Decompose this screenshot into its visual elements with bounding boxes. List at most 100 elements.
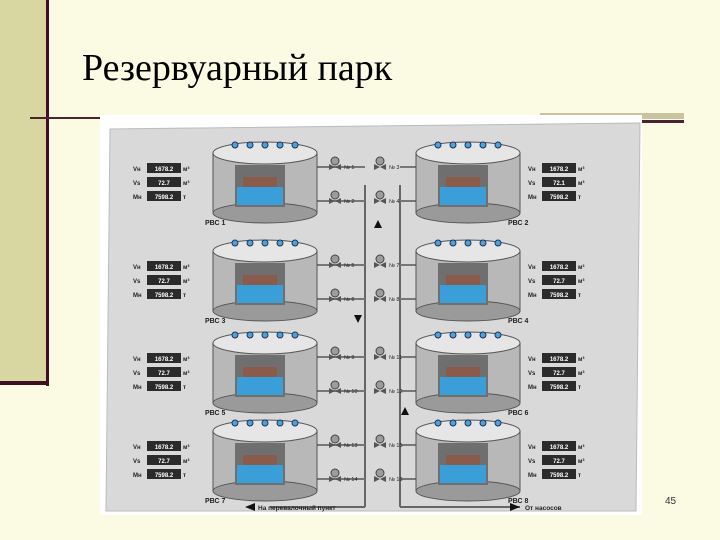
tank-2-floating-roof: [446, 177, 480, 187]
inlet-arrow-icon: [510, 503, 520, 511]
flow-out-label: На перевалочный пункт: [258, 504, 336, 512]
valve-10-body: [329, 388, 341, 394]
tank-5-readout-box-1: [147, 353, 181, 363]
tank-2-fitting-5: [494, 141, 502, 149]
tank-2-readout-label-3: Мн: [528, 195, 537, 201]
valve-3-body: [374, 164, 386, 170]
tank-6-fitting-3: [464, 331, 472, 339]
tank-1-readout-unit-3: т: [183, 195, 186, 201]
valve-5-label: № 5: [344, 263, 355, 269]
tank-3-readout-box-1: [147, 261, 181, 271]
tank-2-readout-box-3: [542, 191, 576, 201]
valve-15-handle: [375, 434, 385, 444]
valve-14: № 14: [329, 468, 358, 483]
tank-4-readout-label-2: Vs: [528, 279, 536, 285]
tank-1-liquid: [237, 187, 283, 205]
tank-6-readout-value-2: 72.7: [553, 371, 565, 377]
tank-6-readout-unit-1: м³: [578, 356, 584, 363]
tank-8-readout-value-2: 72.7: [553, 459, 565, 465]
valve-8-handle: [375, 288, 385, 298]
tank-5-readout-value-2: 72.7: [158, 371, 170, 377]
tank-1-fitting-2: [246, 141, 254, 149]
tank-5-fitting-3: [261, 331, 269, 339]
tank-7-fitting-5: [291, 419, 299, 427]
tank-8-label: РВС 8: [508, 498, 528, 505]
tank-1-readout-unit-2: м³: [183, 180, 189, 187]
tank-7-readout-label-1: Vн: [133, 445, 141, 451]
valve-7-body: [374, 262, 386, 268]
tank-6-label: РВС 6: [508, 410, 528, 417]
valve-3-label: № 3: [389, 165, 400, 171]
flow-arrow-1: [374, 220, 382, 228]
tank-3-label: РВС 3: [205, 318, 225, 325]
tank-4-readout-label-3: Мн: [528, 293, 537, 299]
valve-8-label: № 8: [389, 297, 400, 303]
valve-16-label: № 16: [389, 477, 403, 483]
tank-8-fitting-4: [479, 419, 487, 427]
tank-8-readout-value-3: 7598.2: [550, 473, 569, 479]
title-rule-right-accent: [640, 120, 684, 123]
tank-8-readout-label-3: Мн: [528, 473, 537, 479]
tank-6-readout-box-2: [542, 367, 576, 377]
tank-4-liquid: [440, 285, 486, 303]
tank-5-readout-value-3: 7598.2: [155, 385, 174, 391]
tank-5-readout-label-1: Vн: [133, 357, 141, 363]
tank-1-readout-value-2: 72.7: [158, 181, 170, 187]
tank-8-readout-box-2: [542, 455, 576, 465]
valve-16: № 16: [374, 468, 403, 483]
valve-14-label: № 14: [344, 477, 358, 483]
tank-7-fitting-2: [246, 419, 254, 427]
tank-3-readout-unit-1: м³: [183, 264, 189, 271]
tank-1-fitting-4: [276, 141, 284, 149]
tank-8-readout-unit-3: т: [578, 473, 581, 479]
tank-7-readout-box-3: [147, 469, 181, 479]
tank-7-readout-value-3: 7598.2: [155, 473, 174, 479]
flow-in-label: От насосов: [525, 505, 562, 512]
tank-4-fitting-3: [464, 239, 472, 247]
valve-9-body: [329, 354, 341, 360]
tank-3-liquid: [237, 285, 283, 303]
tank-5-floating-roof: [243, 367, 277, 377]
tank-5-liquid: [237, 377, 283, 395]
valve-5-handle: [330, 254, 340, 264]
valve-4: № 4: [374, 190, 400, 205]
tank-1-fitting-3: [261, 141, 269, 149]
tank-3-fitting-2: [246, 239, 254, 247]
valve-13-body: [329, 442, 341, 448]
tank-4-floating-roof: [446, 275, 480, 285]
tank-5-readout-value-1: 1678.2: [155, 357, 174, 363]
tank-2-label: РВС 2: [508, 220, 528, 227]
tank-4-fitting-1: [434, 239, 442, 247]
tank-8-liquid: [440, 465, 486, 483]
tank-4-fitting-4: [479, 239, 487, 247]
tank-8-readout-value-1: 1678.2: [550, 445, 569, 451]
tank-1-fitting-1: [231, 141, 239, 149]
tank-3-readout-unit-2: м³: [183, 278, 189, 285]
valve-13-handle: [330, 434, 340, 444]
tank-2-readout-value-3: 7598.2: [550, 195, 569, 201]
tank-1-readout-unit-1: м³: [183, 166, 189, 173]
valve-7-label: № 7: [389, 263, 400, 269]
tank-1-fitting-5: [291, 141, 299, 149]
tank-5-readout-unit-3: т: [183, 385, 186, 391]
tank-2-readout-box-1: [542, 163, 576, 173]
tank-2-liquid: [440, 187, 486, 205]
tank-5-readout-unit-2: м³: [183, 370, 189, 377]
tank-5-fitting-1: [231, 331, 239, 339]
tank-1-readout-value-3: 7598.2: [155, 195, 174, 201]
valve-11-handle: [375, 346, 385, 356]
valve-12-handle: [375, 380, 385, 390]
tank-3-readout-label-3: Мн: [133, 293, 142, 299]
tank-2-fitting-1: [434, 141, 442, 149]
tank-6-readout-unit-2: м³: [578, 370, 584, 377]
tank-5-readout-label-2: Vs: [133, 371, 141, 377]
flow-arrow-2: [354, 315, 362, 323]
tank-3-readout-label-2: Vs: [133, 279, 141, 285]
tank-2-readout-label-2: Vs: [528, 181, 536, 187]
